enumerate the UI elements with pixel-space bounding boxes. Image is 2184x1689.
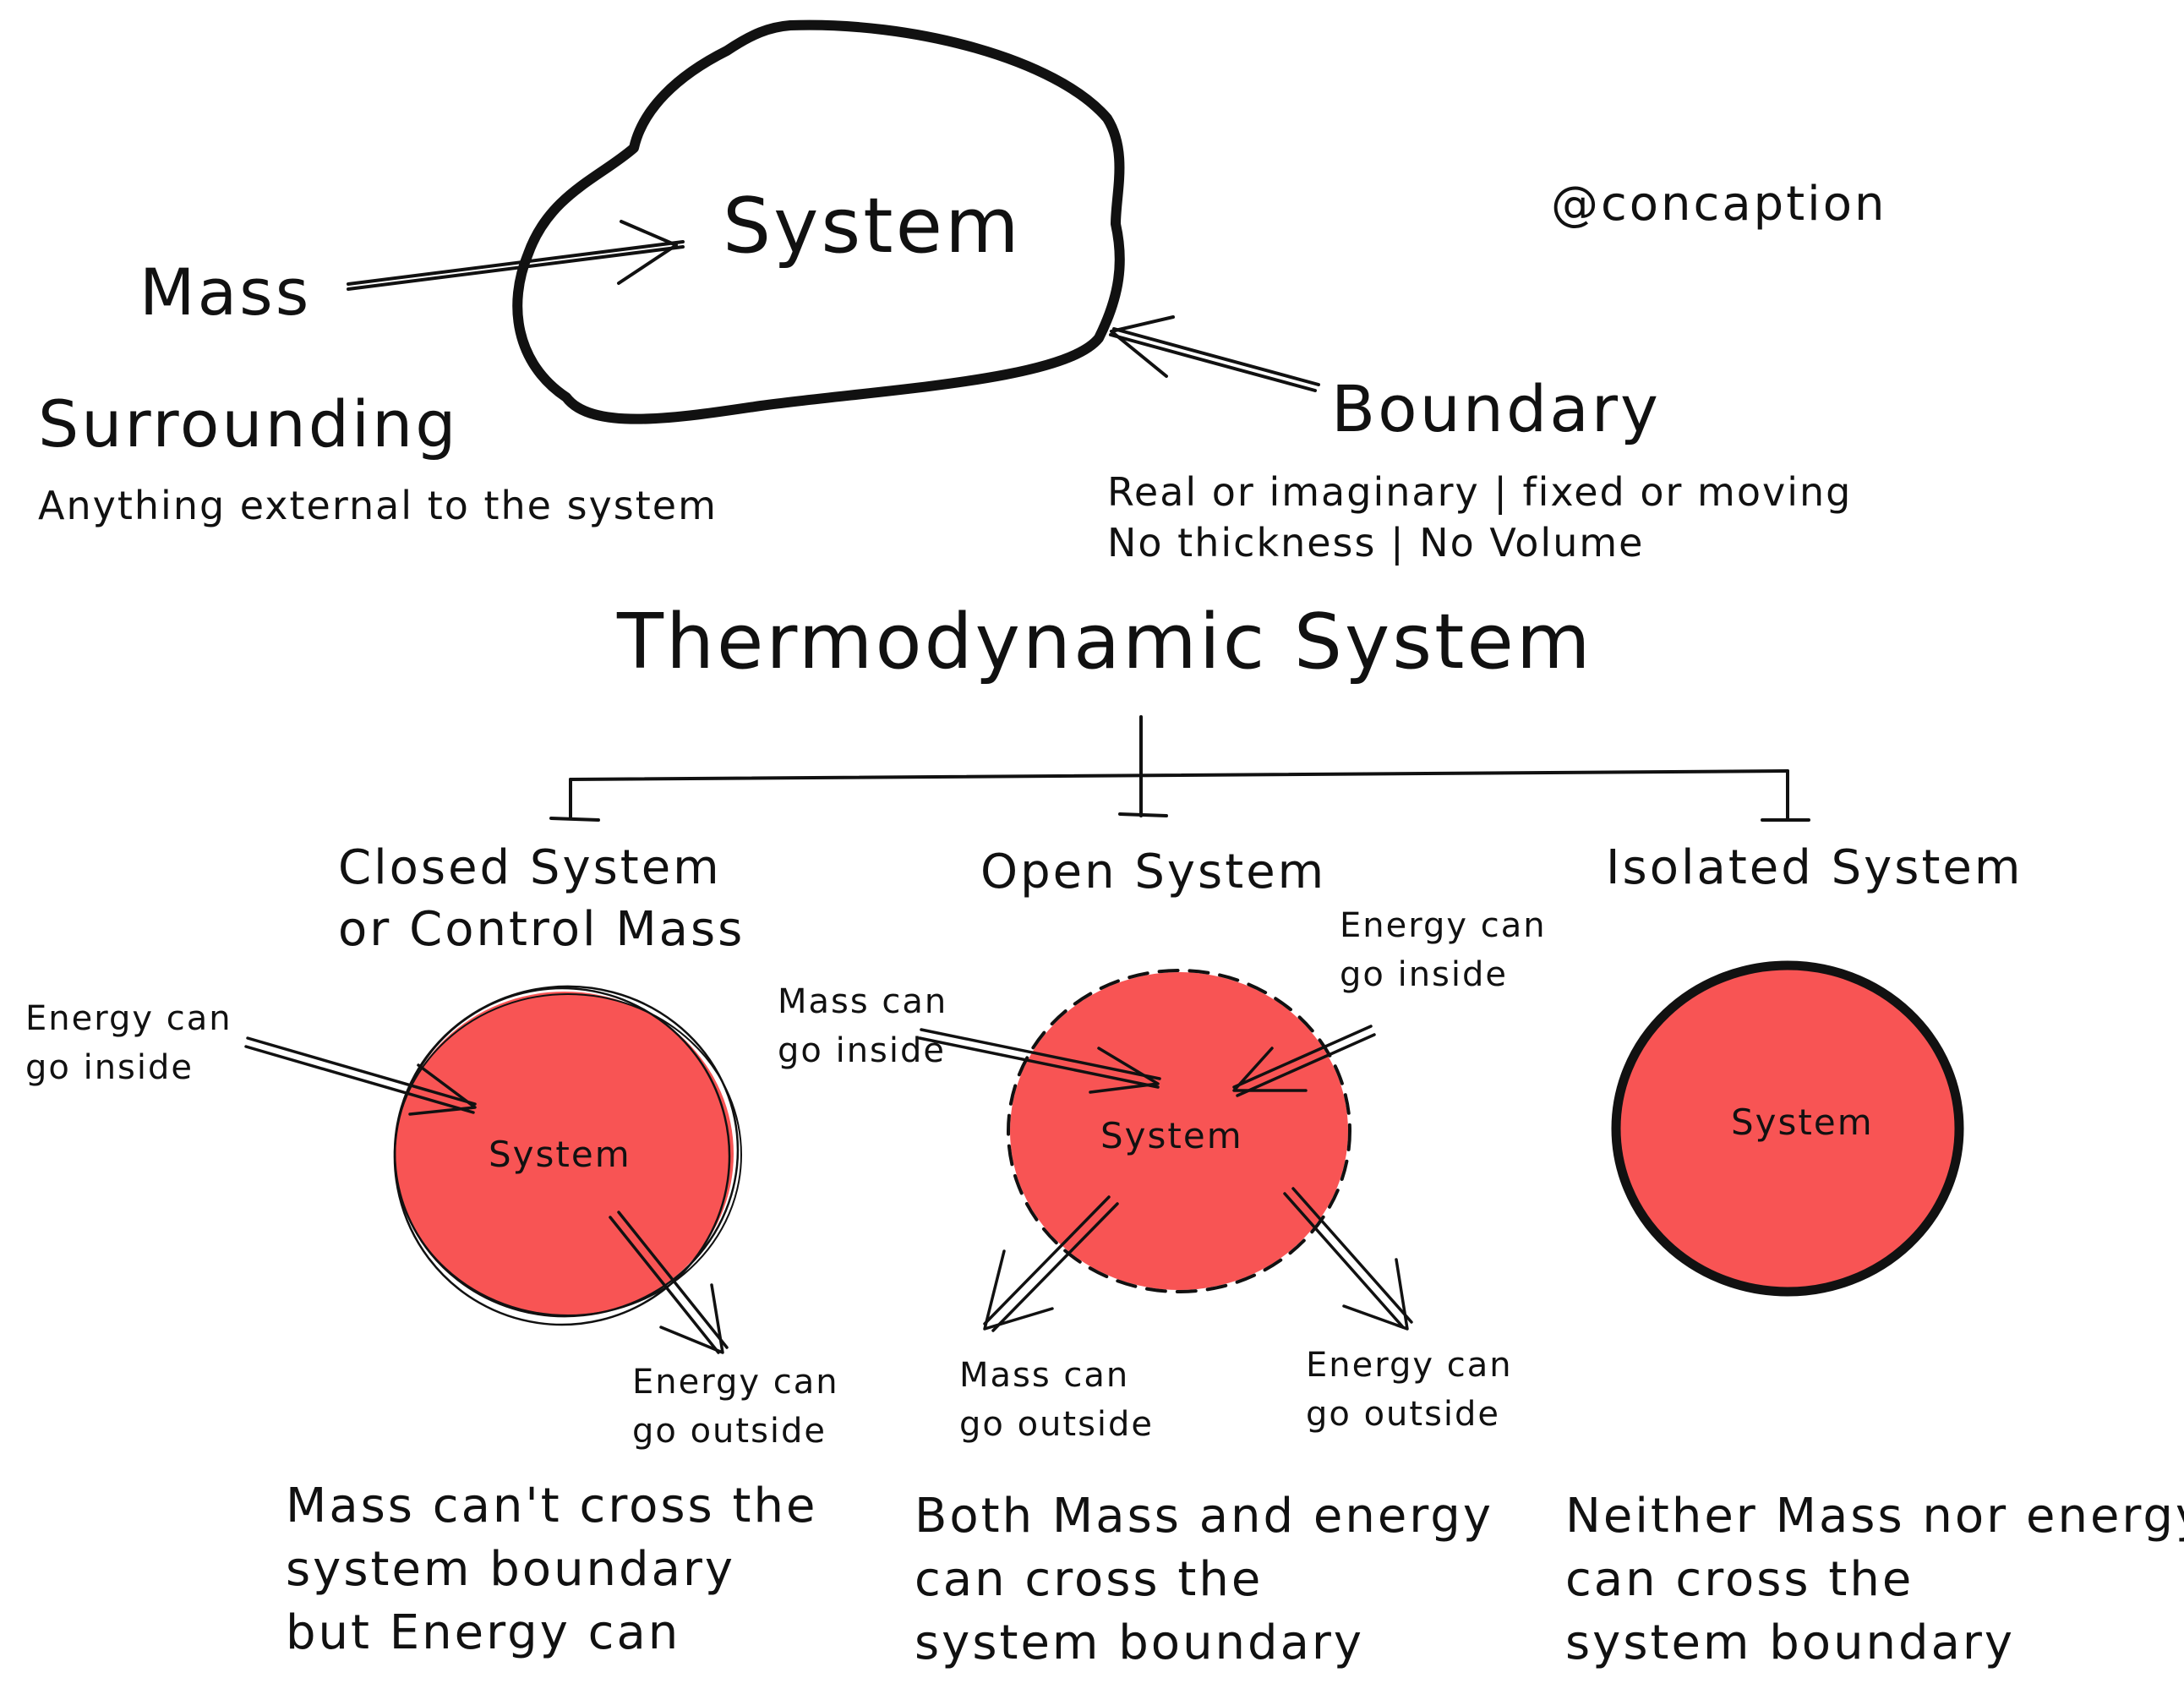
isolated-summary-line3: system boundary bbox=[1565, 1615, 2015, 1670]
diagram-title: Thermodynamic System bbox=[616, 598, 1593, 686]
closed-energy-in-line1: Energy can bbox=[25, 999, 232, 1038]
classification-tree bbox=[549, 715, 1810, 822]
open-energy-out-line2: go outside bbox=[1306, 1395, 1500, 1434]
system-blob-boundary bbox=[512, 19, 1125, 424]
system-label-top: System bbox=[723, 182, 1022, 271]
isolated-summary-line1: Neither Mass nor energy bbox=[1565, 1489, 2184, 1544]
boundary-title: Boundary bbox=[1331, 371, 1661, 446]
closed-energy-out-line2: go outside bbox=[632, 1412, 827, 1451]
closed-summary-line1: Mass can't cross the bbox=[286, 1479, 817, 1533]
closed-title-line2: or Control Mass bbox=[338, 902, 745, 957]
mass-label: Mass bbox=[139, 254, 311, 330]
open-mass-in-line1: Mass can bbox=[778, 982, 947, 1021]
open-energy-in-arrow bbox=[1232, 1025, 1376, 1097]
open-energy-in-line2: go inside bbox=[1340, 955, 1508, 994]
boundary-line1: Real or imaginary | fixed or moving bbox=[1107, 469, 1852, 516]
boundary-line2: No thickness | No Volume bbox=[1107, 520, 1644, 566]
closed-summary-line2: system boundary bbox=[286, 1542, 735, 1597]
handle-label: @concaption bbox=[1551, 177, 1886, 232]
boundary-arrow bbox=[1109, 315, 1320, 392]
isolated-system-circle bbox=[1611, 960, 1964, 1297]
closed-circle-label: System bbox=[489, 1134, 631, 1175]
closed-title-line1: Closed System bbox=[338, 840, 722, 895]
open-summary-line3: system boundary bbox=[915, 1615, 1364, 1670]
open-mass-out-arrow bbox=[983, 1195, 1119, 1332]
open-energy-out-line1: Energy can bbox=[1306, 1346, 1513, 1385]
closed-summary-line3: but Energy can bbox=[286, 1605, 680, 1660]
open-mass-in-arrow bbox=[918, 1028, 1161, 1094]
open-circle-label: System bbox=[1100, 1115, 1243, 1156]
closed-system-circle bbox=[393, 985, 742, 1326]
open-mass-out-line2: go outside bbox=[959, 1405, 1154, 1444]
closed-energy-in-line2: go inside bbox=[25, 1048, 194, 1087]
open-mass-in-line2: go inside bbox=[778, 1031, 946, 1070]
closed-energy-in-arrow bbox=[244, 1036, 477, 1116]
mass-arrow bbox=[347, 220, 685, 291]
open-summary-line2: can cross the bbox=[915, 1552, 1263, 1607]
open-energy-out-arrow bbox=[1283, 1187, 1413, 1331]
isolated-summary-line2: can cross the bbox=[1565, 1552, 1914, 1607]
open-title: Open System bbox=[980, 844, 1326, 899]
open-mass-out-line1: Mass can bbox=[959, 1356, 1129, 1395]
surrounding-title: Surrounding bbox=[38, 386, 459, 462]
closed-energy-out-arrow bbox=[609, 1211, 729, 1354]
open-energy-in-line1: Energy can bbox=[1340, 906, 1547, 945]
isolated-title: Isolated System bbox=[1606, 840, 2023, 895]
closed-energy-out-line1: Energy can bbox=[632, 1363, 839, 1402]
surrounding-description: Anything external to the system bbox=[38, 483, 718, 528]
open-summary-line1: Both Mass and energy bbox=[915, 1489, 1493, 1544]
isolated-circle-label: System bbox=[1731, 1101, 1874, 1143]
